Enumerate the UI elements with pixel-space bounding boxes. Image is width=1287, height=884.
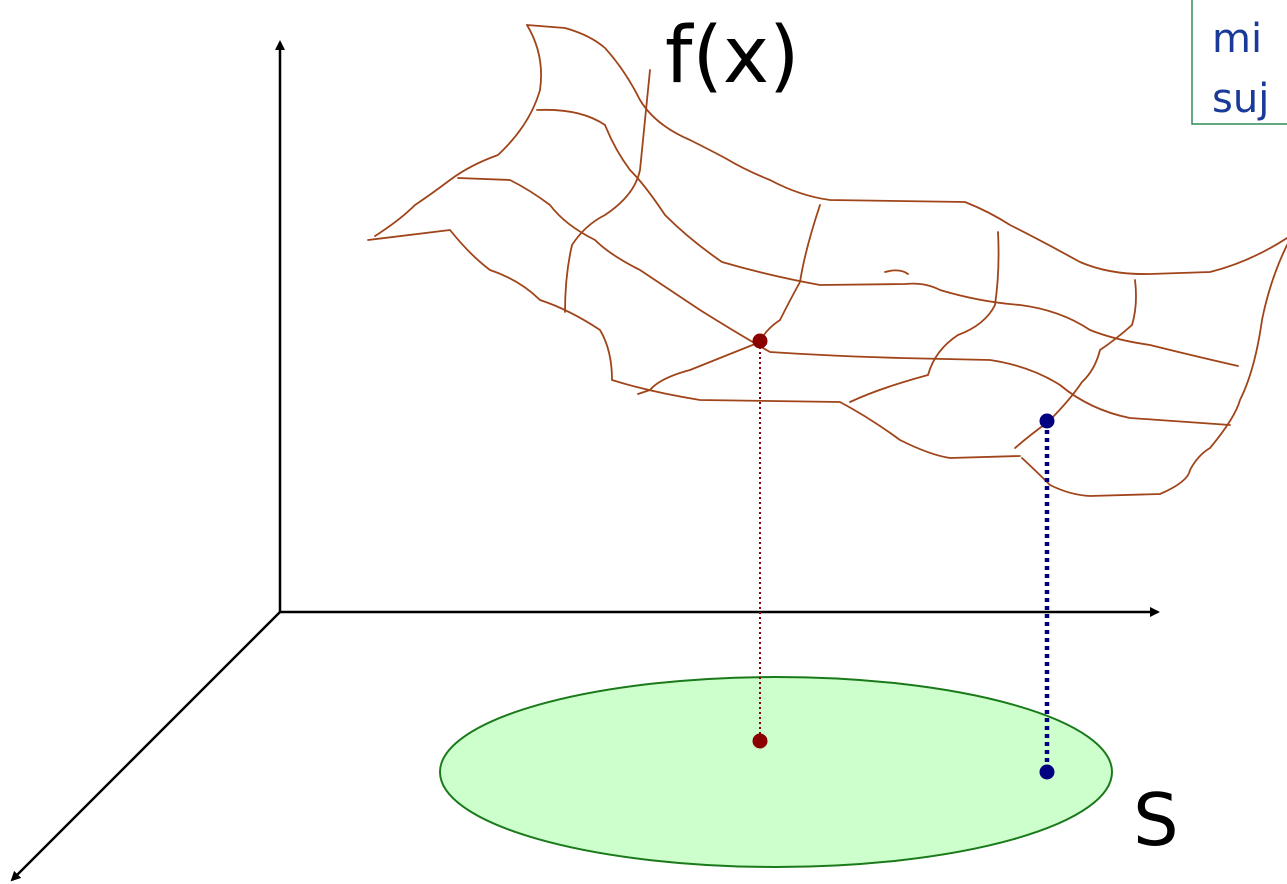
- red-set-point: [752, 733, 768, 749]
- note-line-2: suj: [1212, 76, 1269, 122]
- set-label: S: [1133, 778, 1179, 862]
- blue-surface-point: [1039, 413, 1055, 429]
- surface-row-line: [457, 177, 1231, 426]
- surface-col-line: [849, 231, 1000, 403]
- surface-col-line: [1014, 279, 1137, 449]
- surface-col-line: [884, 269, 909, 275]
- feasible-set-ellipse: [439, 676, 1113, 868]
- blue-projection: [1039, 413, 1055, 780]
- function-surface: [367, 24, 1287, 497]
- surface-col-line: [637, 341, 761, 395]
- surface-col-line: [759, 204, 821, 343]
- surface-row-line: [526, 24, 1287, 275]
- surface-col-line: [374, 24, 542, 237]
- red-projection: [752, 333, 768, 749]
- red-surface-point: [752, 333, 768, 349]
- surface-row-line: [1021, 244, 1287, 497]
- note-box: mi suj: [1191, 0, 1287, 125]
- surface-col-line: [564, 69, 651, 313]
- function-label: f(x): [665, 11, 799, 101]
- blue-set-point: [1039, 764, 1055, 780]
- y-axis: [10, 611, 281, 882]
- note-line-1: mi: [1212, 16, 1262, 62]
- surface-row-line: [536, 108, 1239, 367]
- axes: [10, 40, 1160, 882]
- note-box-border: [1191, 0, 1287, 125]
- surface-row-line: [367, 229, 1021, 459]
